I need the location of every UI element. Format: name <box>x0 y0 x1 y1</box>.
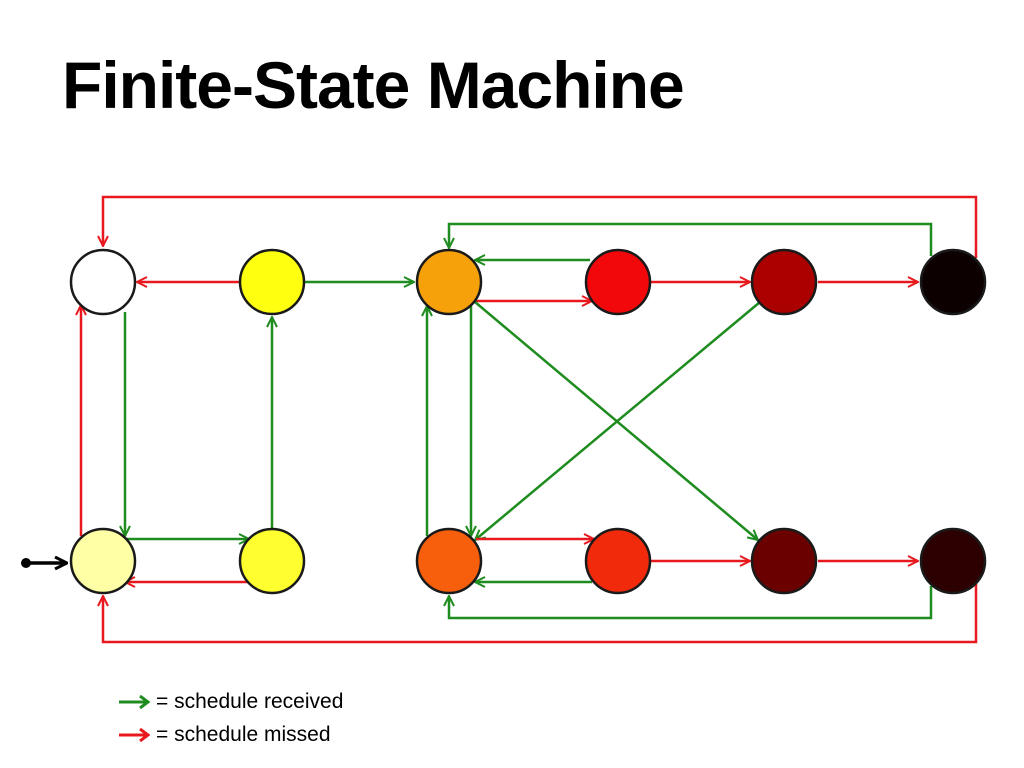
state-t0 <box>69 248 137 316</box>
initial-state-dot <box>21 558 31 568</box>
slide-title: Finite-State Machine <box>62 48 685 122</box>
state-t5 <box>919 248 987 316</box>
state-b2 <box>415 527 483 595</box>
state-diagram <box>21 195 987 644</box>
legend-item-missed: = schedule missed <box>118 723 331 747</box>
transition-b5-b0 <box>103 584 978 644</box>
green-arrow-icon <box>119 695 150 709</box>
legend-item-received: = schedule received <box>118 690 343 714</box>
transitions-layer <box>21 195 978 644</box>
legend-label-received: = schedule received <box>156 690 344 713</box>
state-t3 <box>584 248 652 316</box>
state-b1 <box>238 527 306 595</box>
state-t1 <box>238 248 306 316</box>
transition-t5-t2 <box>449 222 933 256</box>
state-t2 <box>415 248 483 316</box>
states-layer <box>69 248 987 595</box>
state-b3 <box>584 527 652 595</box>
red-arrow-icon <box>119 728 150 742</box>
state-t4 <box>750 248 818 316</box>
state-b4 <box>750 527 818 595</box>
state-b5 <box>919 527 987 595</box>
transition-t4-b2 <box>475 301 761 540</box>
transition-t5-t0 <box>103 195 978 258</box>
state-b0 <box>69 527 137 595</box>
legend-label-missed: = schedule missed <box>156 723 331 746</box>
transition-b5-b2 <box>449 586 933 620</box>
